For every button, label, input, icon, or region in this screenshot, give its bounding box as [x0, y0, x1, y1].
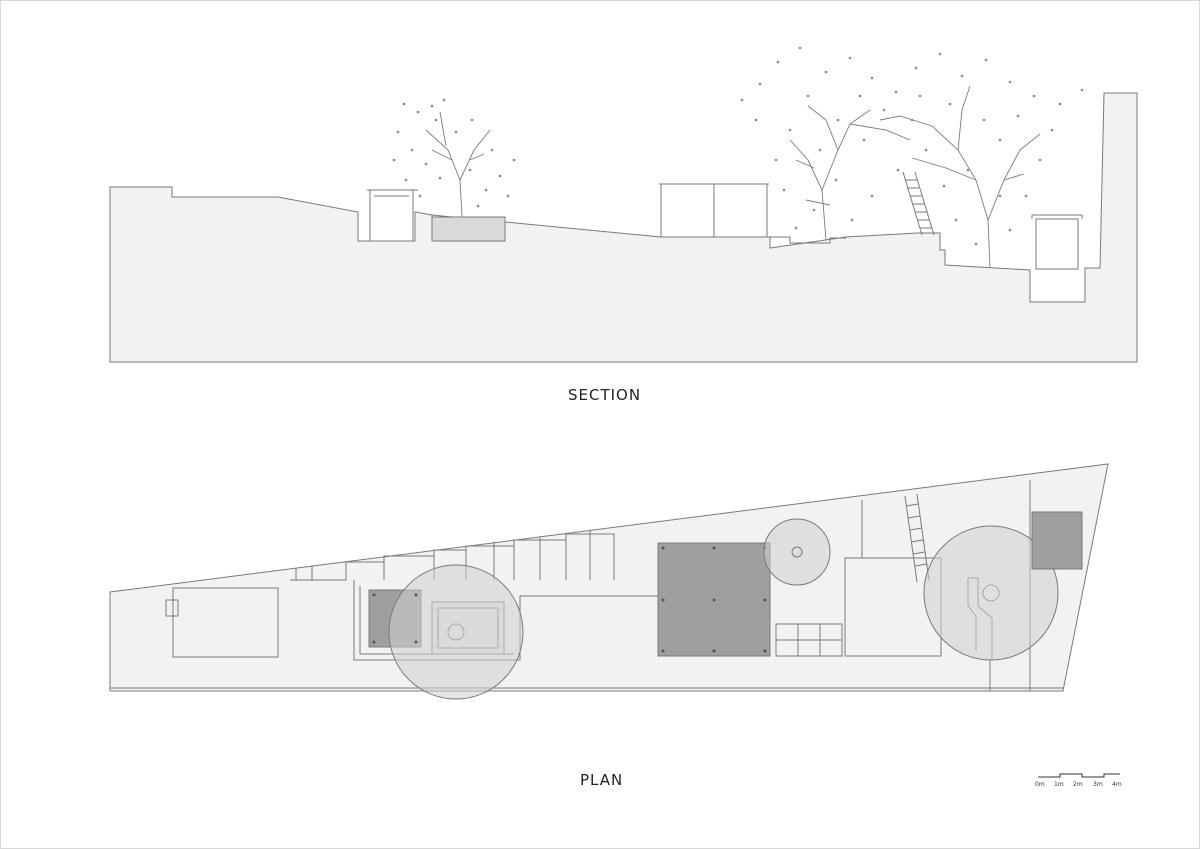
section-drawing [109, 46, 1138, 363]
plan-ladder [904, 493, 930, 583]
plan-terrace-steps [290, 531, 615, 581]
section-tree-left [425, 111, 491, 218]
section-tree-right [879, 85, 1041, 269]
scale-label-2: 2m [1073, 781, 1083, 788]
plan-canopy-center [763, 518, 831, 586]
scale-label-3: 3m [1093, 781, 1103, 788]
plan-left-room [165, 587, 279, 658]
section-pavilion-right [1031, 214, 1083, 270]
plan-dark-square-right [1031, 511, 1083, 570]
plan-caption: PLAN [580, 771, 624, 789]
plan-courtyard-path [353, 580, 658, 661]
section-pavilion-left [367, 189, 418, 241]
scale-label-0: 0m [1035, 781, 1045, 788]
scale-label-4: 4m [1112, 781, 1122, 788]
section-pavilion-center [659, 183, 769, 238]
section-foliage [392, 46, 1084, 246]
section-sunken-court [770, 236, 846, 244]
plan-steps-center [775, 623, 843, 657]
scale-bar: 0m 1m 2m 3m 4m [1035, 773, 1122, 788]
section-ground [109, 92, 1138, 363]
plan-drawing [109, 463, 1109, 700]
scale-label-1: 1m [1054, 781, 1064, 788]
plan-canopy-left [388, 564, 524, 700]
section-tree-center [789, 105, 911, 241]
plan-canopy-right [923, 525, 1059, 661]
section-planter [431, 216, 506, 242]
section-ladder [902, 171, 935, 236]
section-caption: SECTION [568, 386, 642, 404]
